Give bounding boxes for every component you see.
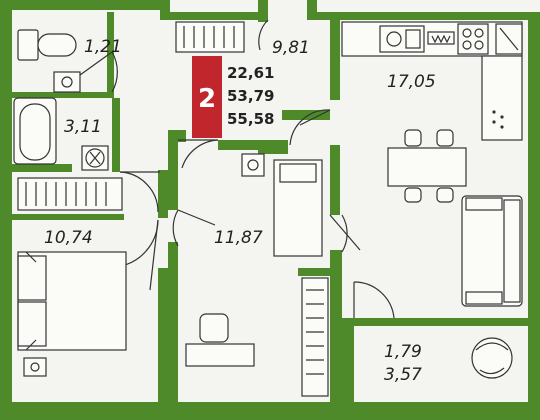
double-bed-icon: [17, 251, 127, 351]
bedroom-left-area: 10,74: [44, 228, 93, 248]
kitchen-sink-icon: [379, 25, 425, 53]
lamp-icon: [241, 153, 265, 177]
hall-area: 9,81: [272, 38, 310, 58]
bathtub-icon: [13, 97, 57, 165]
hood-icon: [427, 31, 455, 45]
kitchen-living-area: 17,05: [387, 72, 436, 92]
wardrobe-icon: [17, 177, 123, 211]
nightstand-icon: [23, 357, 47, 377]
living-area: 22,61: [227, 64, 274, 82]
oven-knobs: [492, 110, 504, 129]
rooms-count: 2: [198, 84, 216, 114]
sofa-icon: [461, 195, 523, 307]
washing-machine-icon: [81, 145, 109, 171]
doors: [79, 19, 395, 319]
bedroom-center-area: 11,87: [214, 228, 263, 248]
wardrobe-icon: [175, 21, 245, 53]
balcony-total-area: 3,57: [384, 365, 422, 385]
bathroom-area: 3,11: [64, 117, 102, 137]
total-area-with-balcony: 55,58: [227, 110, 274, 128]
rooms-count-badge: 2: [192, 56, 222, 138]
stove-icon: [457, 23, 489, 55]
toilet-area: 1,21: [84, 37, 122, 57]
desk-chair-icon: [185, 313, 255, 367]
total-area: 53,79: [227, 87, 274, 105]
wardrobe-icon: [301, 277, 329, 397]
fridge-icon: [495, 23, 523, 55]
dining-table-icon: [387, 129, 467, 203]
single-bed-icon: [273, 159, 323, 257]
toilet-icon: [17, 29, 77, 61]
sink-icon: [53, 71, 81, 93]
balcony-area: 1,79: [384, 342, 422, 362]
armchair-icon: [471, 337, 513, 379]
